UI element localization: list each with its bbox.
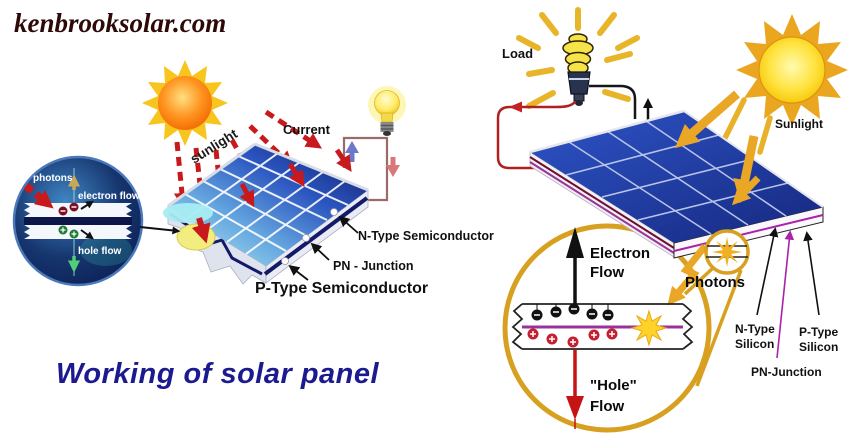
left-inset-magnifier: photons electron flow hole flow [12,155,144,287]
panel-grid [565,120,789,235]
layer-callouts: N-Type Semiconductor PN - Junction P-Typ… [255,208,494,297]
load-label: Load [502,46,533,61]
pn-junction-label: PN - Junction [333,259,414,273]
hole-flow-label-1: "Hole" [590,377,637,394]
photon-spot-circle [704,229,750,275]
light-bulb-icon [368,86,406,136]
page-title: Working of solar panel [56,358,380,390]
hole-flow-arrow [566,350,584,429]
p-type-silicon-label-1: P-Type [799,325,838,339]
current-down-arrow [386,157,400,177]
electron-flow-label-2: Flow [590,264,624,281]
p-type-label: P-Type Semiconductor [255,280,428,297]
photons-label-right: Photons [685,274,745,291]
lamp-rays [516,7,640,109]
magnifier-pointer-line [139,226,181,235]
photon-lightning-arrow [667,243,708,306]
pn-junction-line [673,214,824,252]
n-type-silicon-label-2: Silicon [735,337,774,351]
p-type-silicon-label-2: Silicon [799,340,838,354]
watermark-text: kenbrooksolar.com [14,8,226,38]
yellow-hotspot [176,223,216,251]
left-diagram: sunlight Current [12,60,494,297]
circuit-wire [342,136,389,202]
red-wire [496,101,576,170]
pn-layer-dot [302,234,310,242]
inset-holes [527,328,618,348]
photon-starburst-large [630,309,668,347]
hole-flow-label: hole flow [78,246,122,257]
n-type-silicon-label-1: N-Type [735,322,775,336]
photons-label: photons [33,173,73,184]
n-layer-dot [330,208,338,216]
sunlight-label-right: Sunlight [775,117,823,131]
right-diagram: Sunlight Load [496,7,848,433]
p-layer-dot [281,257,289,265]
photon-starburst-small [712,237,742,267]
layer-callouts-right: N-Type Silicon P-Type Silicon PN-Junctio… [735,227,838,379]
hole-flow-label-2: Flow [590,398,624,415]
electron-flow-arrow [566,227,584,307]
sun-icon-right [736,14,848,126]
current-label: Current [283,122,331,137]
panel-hit-rays [191,148,352,244]
n-type-label: N-Type Semiconductor [358,229,494,243]
red-wire-arrow [509,101,522,113]
magnifier-cone-line2 [695,269,743,387]
magnifier-cone-line1 [683,266,715,296]
circuit: Current [283,86,406,202]
solar-panel-right [529,109,824,259]
electron-flow-label: electron flow [78,191,140,202]
current-up-arrow [345,141,359,162]
cfl-bulb-icon [516,7,640,109]
electron-flow-label-1: Electron [590,245,650,262]
sunlight-arrows [667,90,761,306]
photon-arrow [23,183,54,209]
inset-pn-junction [24,216,132,226]
cyan-hotspot [163,203,213,223]
right-inset-contents: Electron Flow "Hole" Flow [511,227,694,429]
holes [58,225,94,240]
sun-icon [142,60,228,146]
pn-junction-label-right: PN-Junction [751,365,822,379]
black-wire [589,84,637,119]
electrons [58,200,95,216]
